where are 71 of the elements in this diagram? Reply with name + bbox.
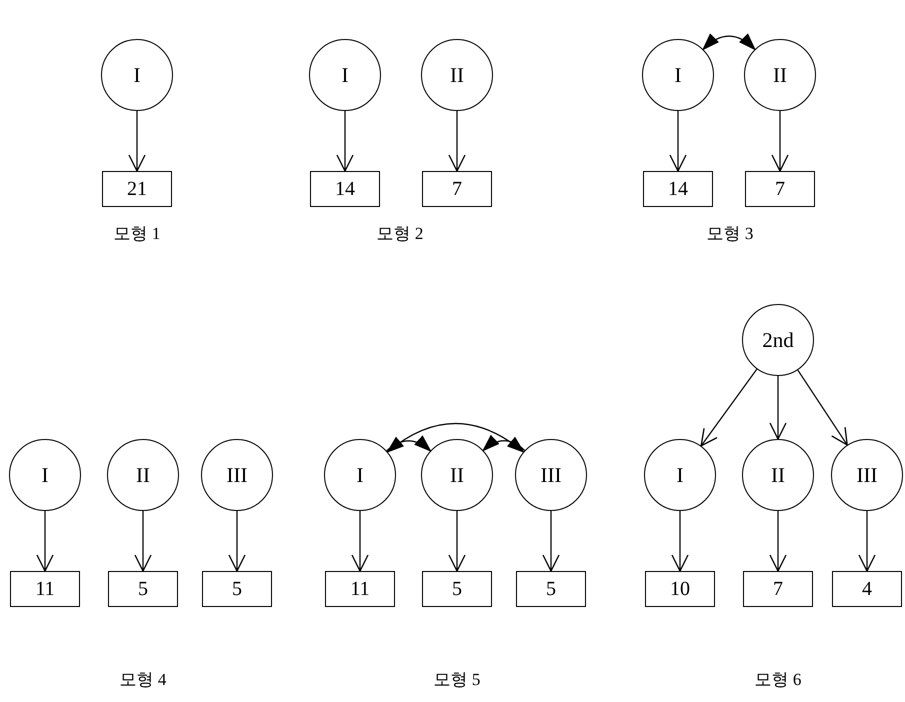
model-caption: 모형 3 bbox=[706, 223, 754, 245]
node-text: II bbox=[771, 462, 785, 488]
node-text: I bbox=[42, 462, 48, 488]
model-caption: 모형 4 bbox=[120, 669, 166, 691]
node-text: 7 bbox=[773, 578, 783, 600]
node-text: 4 bbox=[862, 578, 872, 600]
arrow bbox=[351, 511, 369, 572]
arrow bbox=[700, 368, 758, 447]
arrow bbox=[36, 511, 54, 572]
node-text: 21 bbox=[127, 178, 147, 200]
node-text: I bbox=[356, 462, 364, 488]
arrow bbox=[128, 111, 146, 172]
model-caption: 모형 5 bbox=[434, 669, 480, 691]
arrow bbox=[671, 511, 689, 572]
node-text: I bbox=[676, 462, 684, 488]
node-text: 14 bbox=[668, 178, 688, 200]
value-box bbox=[422, 571, 492, 607]
value-box bbox=[516, 571, 586, 607]
value-box bbox=[422, 171, 492, 207]
node-text: 5 bbox=[232, 578, 242, 600]
arrow bbox=[448, 111, 466, 172]
model-caption: 모형 2 bbox=[376, 223, 424, 245]
node-text: II bbox=[773, 62, 787, 88]
node-text: I bbox=[134, 62, 140, 88]
node-text: 2nd bbox=[762, 328, 794, 352]
node-text: 14 bbox=[335, 178, 355, 200]
node-text: II bbox=[450, 462, 464, 488]
arrow bbox=[228, 511, 246, 572]
value-box bbox=[108, 571, 178, 607]
value-box bbox=[202, 571, 272, 607]
arrow bbox=[386, 436, 432, 452]
node-text: 5 bbox=[138, 578, 148, 600]
arrow bbox=[482, 435, 526, 452]
node-text: 10 bbox=[670, 578, 690, 600]
arrow bbox=[134, 511, 152, 572]
node-text: 11 bbox=[350, 578, 370, 600]
model-caption: 모형 6 bbox=[754, 669, 802, 691]
value-box bbox=[743, 571, 813, 607]
node-text: 5 bbox=[452, 578, 462, 600]
model-caption: 모형 1 bbox=[114, 223, 160, 245]
arrow bbox=[769, 376, 787, 440]
node-text: III bbox=[856, 462, 878, 488]
arrow bbox=[542, 511, 560, 572]
value-box bbox=[643, 171, 713, 207]
value-box bbox=[832, 571, 902, 607]
arrow bbox=[702, 34, 756, 51]
node-text: 7 bbox=[452, 178, 462, 200]
arrow bbox=[769, 511, 787, 572]
arrow bbox=[386, 422, 525, 453]
value-box bbox=[10, 571, 80, 607]
node-text: 7 bbox=[775, 178, 785, 200]
value-box bbox=[310, 171, 380, 207]
arrow bbox=[771, 111, 789, 172]
node-text: III bbox=[540, 462, 562, 488]
value-box bbox=[645, 571, 715, 607]
factor-circle bbox=[421, 439, 493, 511]
node-text: II bbox=[136, 462, 150, 488]
arrow bbox=[669, 111, 687, 172]
node-text: I bbox=[674, 62, 682, 88]
node-text: I bbox=[342, 62, 348, 88]
arrow bbox=[858, 511, 876, 572]
value-box bbox=[325, 571, 395, 607]
arrow bbox=[336, 111, 354, 172]
node-text: 5 bbox=[546, 578, 556, 600]
node-text: II bbox=[450, 62, 464, 88]
arrow bbox=[797, 370, 848, 446]
node-text: III bbox=[226, 462, 248, 488]
value-box bbox=[102, 171, 172, 207]
arrow bbox=[448, 511, 466, 572]
node-text: 11 bbox=[35, 578, 55, 600]
value-box bbox=[745, 171, 815, 207]
